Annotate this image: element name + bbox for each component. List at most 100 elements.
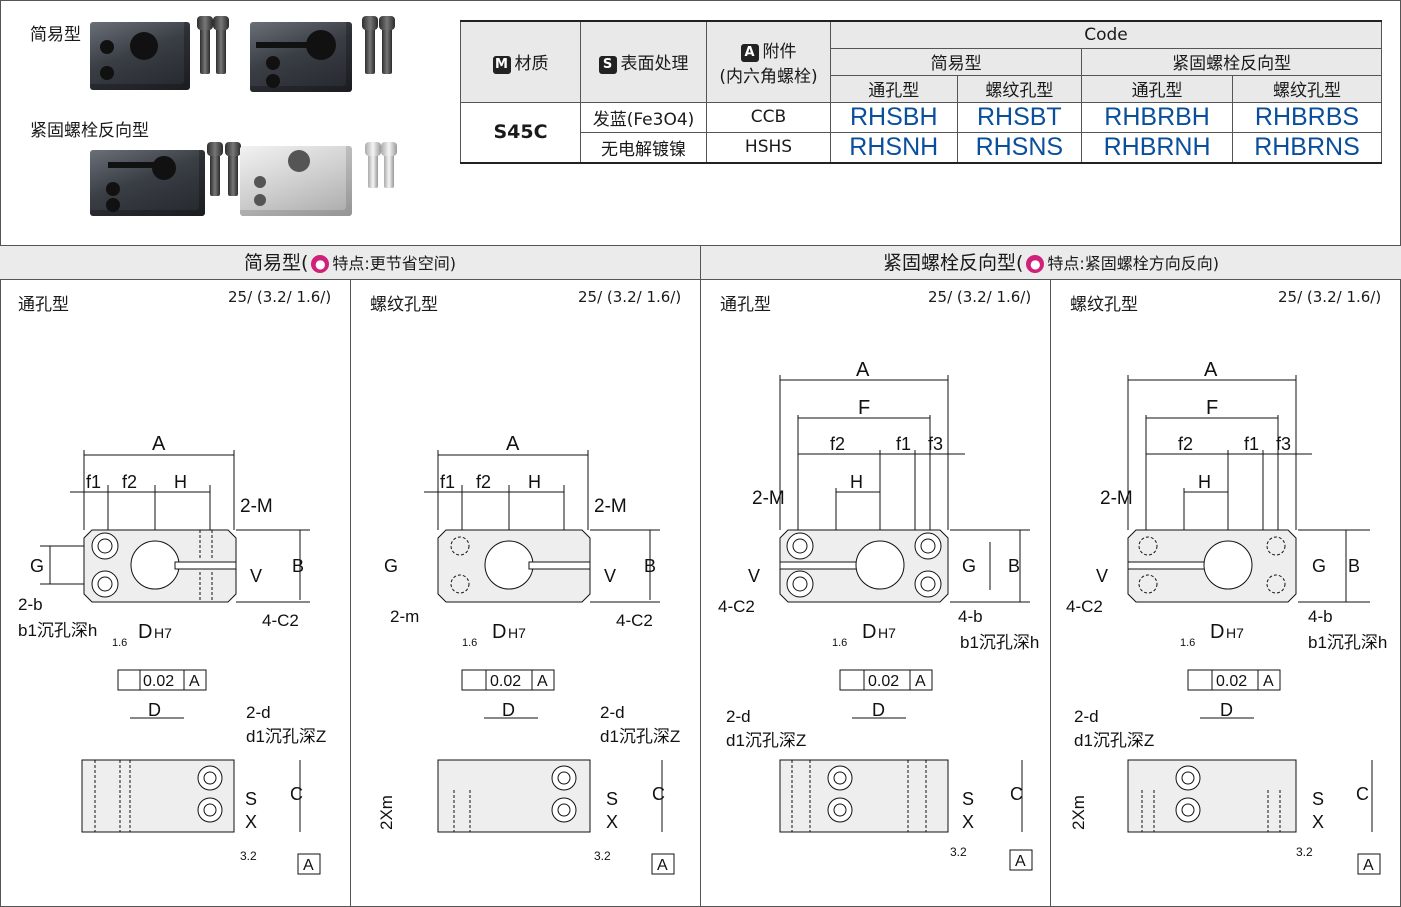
section-reverse-heading: 紧固螺栓反向型(●特点:紧固螺栓方向反向) [701, 246, 1401, 280]
dim-4-C2: 4-C2 [616, 611, 653, 630]
dim-f1: f1 [896, 434, 911, 454]
dim-F: F [858, 397, 870, 419]
dim-4-C2: 4-C2 [1066, 597, 1103, 616]
dim-H: H [1198, 472, 1211, 492]
dim-4-C2: 4-C2 [718, 597, 755, 616]
roughness-1-6: 1.6 [462, 637, 477, 649]
dim-2-M: 2-M [752, 488, 785, 509]
dim-V: V [748, 566, 760, 586]
dim-2-d: 2-d [600, 703, 625, 722]
dim-f2: f2 [476, 472, 491, 492]
dim-4-C2: 4-C2 [262, 611, 299, 630]
header-code: Code [830, 20, 1382, 49]
header-tapped-2: 螺纹孔型 [1231, 74, 1383, 103]
dim-C: C [290, 784, 303, 804]
datum-label: A [189, 673, 200, 690]
dim-D: D [138, 621, 152, 643]
dim-H: H [850, 472, 863, 492]
dim-V: V [604, 566, 616, 586]
code-link[interactable]: RHSNS [956, 131, 1083, 163]
code-link[interactable]: RHBRBS [1231, 101, 1383, 133]
dim-H7: H7 [878, 625, 896, 641]
dim-A: A [152, 433, 166, 455]
reverse-type-label: 紧固螺栓反向型 [30, 121, 149, 141]
dim-2-M: 2-M [1100, 488, 1133, 509]
dim-H: H [174, 472, 187, 492]
dim-d1-depth: d1沉孔深Z [600, 727, 680, 746]
dim-C: C [1010, 784, 1023, 804]
code-link[interactable]: RHBRNS [1231, 131, 1383, 163]
datum-label: A [915, 673, 926, 690]
dim-B: B [292, 556, 304, 576]
tolerance-value: 0.02 [868, 673, 899, 690]
divider [700, 246, 701, 907]
roughness-3-2: 3.2 [950, 845, 967, 859]
dim-f1: f1 [1244, 434, 1259, 454]
simple-type-label: 简易型 [30, 25, 81, 45]
dim-D-depth: D [1220, 700, 1233, 720]
dim-f2: f2 [122, 472, 137, 492]
datum-label: A [303, 857, 314, 874]
dim-4-b: 4-b [1308, 607, 1333, 626]
dim-H: H [528, 472, 541, 492]
dim-G: G [384, 556, 398, 576]
code-link[interactable]: RHSBH [830, 101, 958, 133]
roughness-symbol: 25/ (3.2/ 1.6/) [228, 288, 332, 306]
code-link[interactable]: RHBRBH [1081, 101, 1233, 133]
dim-V: V [250, 566, 262, 586]
tolerance-value: 0.02 [143, 673, 174, 690]
section-simple-heading: 简易型(●特点:更节省空间) [0, 246, 700, 280]
dim-S: S [245, 789, 257, 809]
roughness-3-2: 3.2 [240, 849, 257, 863]
dim-d1-depth: d1沉孔深Z [246, 727, 326, 746]
datum-label: A [1363, 857, 1374, 874]
divider [350, 280, 351, 907]
datum-label: A [1263, 673, 1274, 690]
dim-D-depth: D [148, 700, 161, 720]
drawing-reverse-tapped: A F f2 f1 f3 H 2-M V G B 4-C2 4-b b1沉孔深h… [1066, 359, 1387, 875]
roughness-1-6: 1.6 [1180, 637, 1195, 649]
dim-V: V [1096, 566, 1108, 586]
dim-b1-depth: b1沉孔深h [18, 621, 97, 640]
dim-D: D [492, 621, 506, 643]
dim-2-d: 2-d [1074, 707, 1099, 726]
dim-f1: f1 [440, 472, 455, 492]
dim-B: B [1348, 556, 1360, 576]
bolt-cell: CCB [706, 101, 831, 133]
code-link[interactable]: RHSBT [956, 101, 1083, 133]
dim-S: S [1312, 789, 1324, 809]
dim-f3: f3 [1276, 434, 1291, 454]
dim-C: C [652, 784, 665, 804]
dim-f2: f2 [830, 434, 845, 454]
dim-f1: f1 [86, 472, 101, 492]
dim-2-M: 2-M [240, 496, 273, 517]
divider [0, 245, 1401, 246]
datum-label: A [537, 673, 548, 690]
pin-icon: ● [311, 255, 330, 273]
dim-D-depth: D [872, 700, 885, 720]
dim-2-m: 2-m [390, 607, 419, 626]
code-link[interactable]: RHBRNH [1081, 131, 1233, 163]
bolt-cell: HSHS [706, 131, 831, 163]
drawing-simple-tapped: A f1 f2 H 2-M G V B 2-m 4-C2 D H7 1.6 0.… [377, 433, 680, 875]
dim-2Xm: 2Xm [377, 795, 396, 830]
dim-b1-depth: b1沉孔深h [960, 633, 1039, 652]
dim-2-b: 2-b [18, 595, 43, 614]
dim-A: A [1204, 359, 1218, 381]
dim-2Xm: 2Xm [1069, 795, 1088, 830]
header-tapped: 螺纹孔型 [956, 74, 1083, 103]
panel-title: 螺纹孔型 [1070, 295, 1138, 315]
roughness-1-6: 1.6 [832, 637, 847, 649]
dim-X: X [606, 812, 618, 832]
roughness-1-6: 1.6 [112, 637, 127, 649]
dim-H7: H7 [154, 625, 172, 641]
surface-cell: 发蓝(Fe3O4) [580, 101, 707, 133]
code-link[interactable]: RHSNH [830, 131, 958, 163]
dim-C: C [1356, 784, 1369, 804]
table-row: 无电解镀镍 HSHS RHSNH RHSNS RHBRNH RHBRNS [461, 131, 1383, 163]
dim-2-d: 2-d [726, 707, 751, 726]
tolerance-value: 0.02 [1216, 673, 1247, 690]
header-reverse: 紧固螺栓反向型 [1081, 47, 1382, 76]
